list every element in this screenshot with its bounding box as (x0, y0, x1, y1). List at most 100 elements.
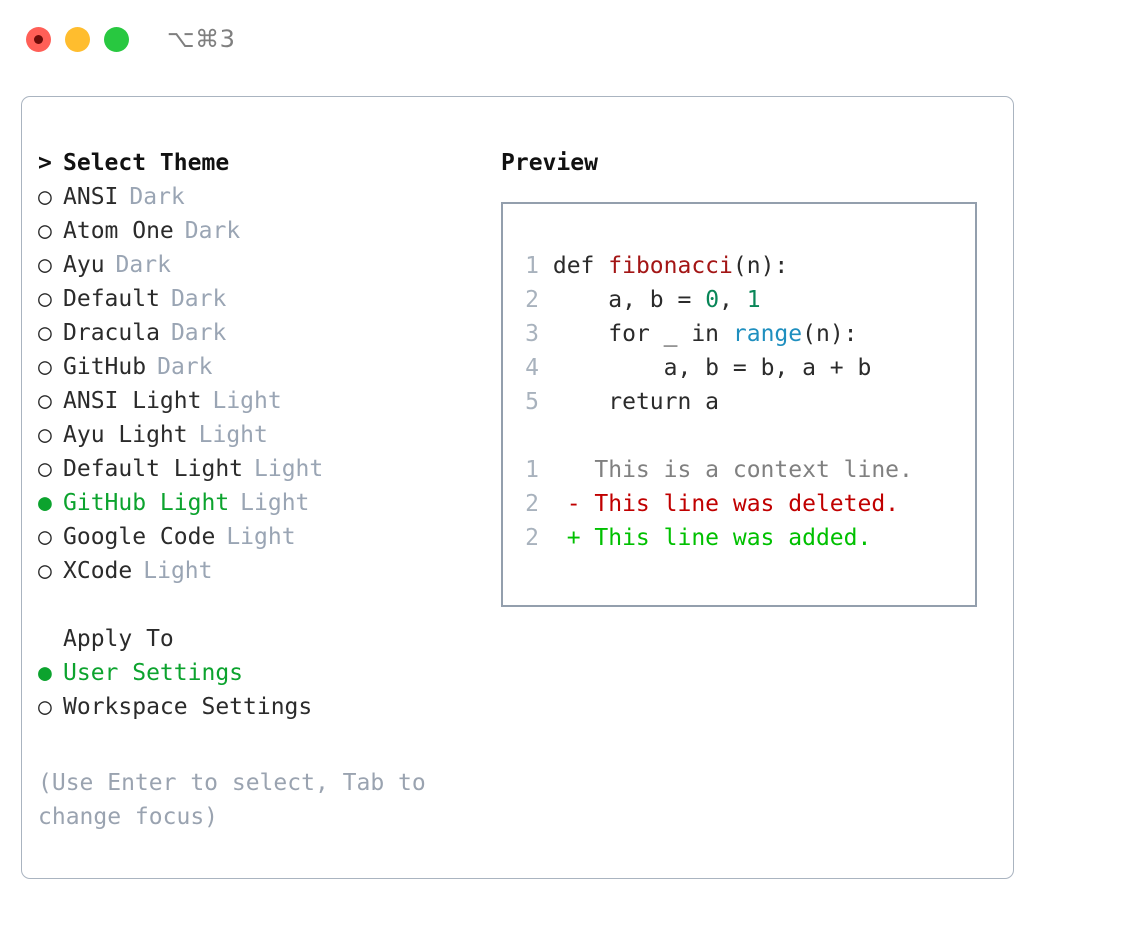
radio-unselected-icon[interactable]: ○ (38, 456, 52, 482)
code-line: 3 for _ in range(n): (517, 317, 871, 351)
code-token: (n): (802, 321, 858, 347)
theme-name-label: Ayu (63, 252, 105, 278)
apply-to-list: ●User Settings○Workspace Settings (38, 656, 478, 724)
line-number: 4 (525, 355, 539, 381)
theme-list-item[interactable]: ○ Dracula Dark (38, 316, 478, 350)
theme-name-label: XCode (63, 558, 133, 584)
code-token: 1 (746, 287, 761, 313)
code-token: , (719, 287, 747, 313)
apply-to-option[interactable]: ○Workspace Settings (38, 690, 478, 724)
theme-variant-tag: Light (143, 558, 213, 584)
code-token: for _ in (552, 321, 733, 347)
diff-line-number: 2 (525, 491, 539, 517)
theme-list-item[interactable]: ○ ANSI Dark (38, 180, 478, 214)
radio-unselected-icon[interactable]: ○ (38, 320, 52, 346)
code-token: a, b = (552, 287, 706, 313)
diff-line: 2 + This line was added. (517, 521, 913, 555)
theme-variant-tag: Dark (115, 252, 171, 278)
diff-text: This line was added. (594, 525, 872, 551)
radio-unselected-icon[interactable]: ○ (38, 286, 52, 312)
theme-list-item[interactable]: ○ XCode Light (38, 554, 478, 588)
diff-sign: + (539, 525, 595, 551)
code-token: return a (552, 389, 720, 415)
keyboard-hint: (Use Enter to select, Tab to change focu… (38, 770, 426, 830)
theme-variant-tag: Light (240, 490, 310, 516)
theme-name-label: Google Code (63, 524, 216, 550)
line-number: 2 (525, 287, 539, 313)
code-token: a, b = b, a + b (552, 355, 872, 381)
theme-list-item[interactable]: ○ Ayu Light Light (38, 418, 478, 452)
theme-name-label: GitHub Light (63, 490, 230, 516)
radio-unselected-icon[interactable]: ○ (38, 422, 52, 448)
theme-variant-tag: Light (226, 524, 296, 550)
diff-line: 1 This is a context line. (517, 453, 913, 487)
radio-unselected-icon[interactable]: ○ (38, 694, 52, 720)
radio-unselected-icon[interactable]: ○ (38, 388, 52, 414)
theme-variant-tag: Light (212, 388, 282, 414)
code-line: 2 a, b = 0, 1 (517, 283, 871, 317)
diff-sample: 1 This is a context line.2 - This line w… (517, 453, 913, 555)
theme-variant-tag: Light (198, 422, 268, 448)
theme-list-item[interactable]: ○ ANSI Light Light (38, 384, 478, 418)
apply-to-option[interactable]: ●User Settings (38, 656, 478, 690)
radio-selected-icon[interactable]: ● (38, 490, 52, 516)
diff-sign: - (539, 491, 595, 517)
close-button[interactable] (26, 26, 51, 52)
hint-spacer (38, 724, 478, 758)
theme-name-label: Ayu Light (63, 422, 188, 448)
preview-column: Preview 1 def fibonacci(n):2 a, b = 0, 1… (501, 146, 991, 607)
theme-name-label: ANSI (63, 184, 119, 210)
diff-text: This line was deleted. (594, 491, 900, 517)
line-number: 5 (525, 389, 539, 415)
minimize-button[interactable] (65, 26, 90, 52)
code-token: def (552, 253, 609, 279)
theme-variant-tag: Dark (170, 320, 227, 346)
code-token: (n): (732, 253, 789, 279)
code-gutter-space (539, 355, 553, 381)
radio-unselected-icon[interactable]: ○ (38, 252, 52, 278)
theme-variant-tag: Dark (129, 184, 185, 210)
title-bar: ⌥⌘3 (0, 0, 1140, 78)
list-spacer (38, 588, 478, 622)
theme-name-label: Dracula (63, 320, 160, 346)
theme-name-label: ANSI Light (63, 388, 202, 414)
theme-name-label: Default Light (63, 456, 244, 482)
radio-selected-icon[interactable]: ● (38, 660, 52, 686)
diff-line: 2 - This line was deleted. (517, 487, 913, 521)
line-number: 1 (525, 253, 539, 279)
diff-sign (539, 457, 594, 483)
apply-to-heading: Apply To (38, 622, 478, 656)
maximize-button[interactable] (104, 26, 129, 52)
code-token: fibonacci (608, 253, 733, 279)
theme-list-item[interactable]: ○ Ayu Dark (38, 248, 478, 282)
radio-unselected-icon[interactable]: ○ (38, 184, 52, 210)
code-gutter-space (539, 287, 553, 313)
diff-text: This is a context line. (594, 457, 913, 483)
radio-unselected-icon[interactable]: ○ (38, 354, 52, 380)
diff-line-number: 1 (525, 457, 539, 483)
code-line: 5 return a (517, 385, 871, 419)
window-controls (26, 26, 129, 52)
radio-unselected-icon[interactable]: ○ (38, 558, 52, 584)
radio-unselected-icon[interactable]: ○ (38, 218, 52, 244)
select-theme-heading: > Select Theme (38, 146, 478, 180)
preview-title: Preview (501, 150, 598, 176)
select-theme-heading-label: Select Theme (63, 150, 230, 176)
theme-name-label: GitHub (63, 354, 147, 380)
theme-variant-tag: Dark (170, 286, 227, 312)
code-line: 1 def fibonacci(n): (517, 249, 871, 283)
code-gutter-space (539, 389, 553, 415)
diff-line-number: 2 (525, 525, 539, 551)
radio-unselected-icon[interactable]: ○ (38, 524, 52, 550)
theme-list-item[interactable]: ● GitHub Light Light (38, 486, 478, 520)
theme-list-item[interactable]: ○ Google Code Light (38, 520, 478, 554)
keyboard-shortcut-label: ⌥⌘3 (167, 25, 236, 53)
